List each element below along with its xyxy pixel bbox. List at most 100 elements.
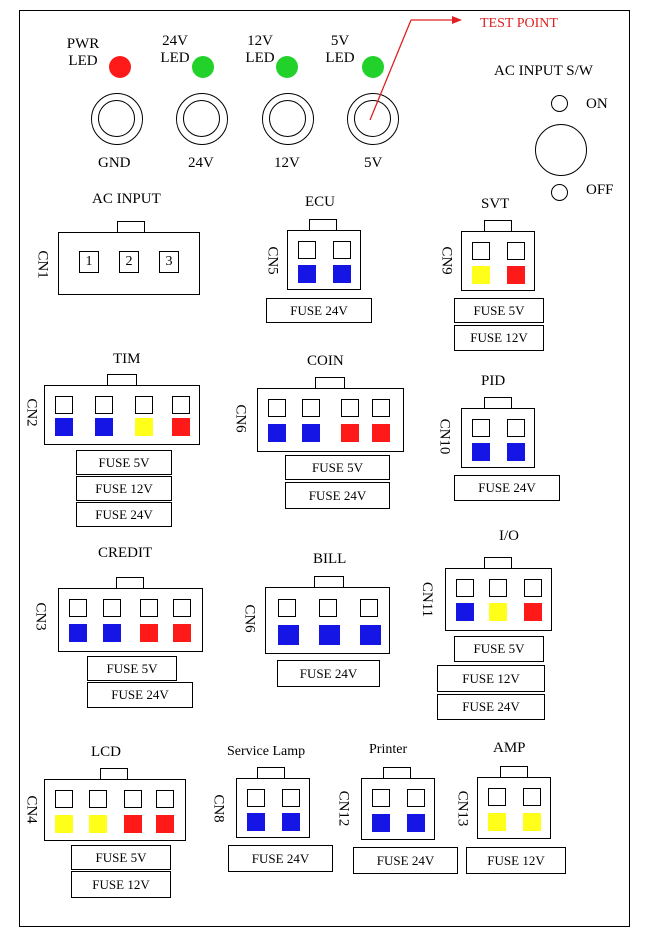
cn6-pin [302,399,320,417]
cn3-pin [173,624,191,642]
cn4-pin [89,790,107,808]
cn4-connector [44,779,186,841]
cn12-pin [372,814,390,832]
cn2-title: TIM [113,351,141,367]
cn3-fuse-5v: FUSE 5V [87,656,177,681]
cn6-pin [268,399,286,417]
cn2-pin [135,396,153,414]
cn1-pin-2: 2 [119,251,139,273]
cn11-fuse-24v: FUSE 24V [437,694,545,720]
cn1-title: AC INPUT [92,191,161,207]
on-label: ON [586,96,608,112]
cn4-label: CN4 [23,795,40,824]
cn6b-pin [278,599,296,617]
cn10-pin [472,443,490,461]
cn6-pin [268,424,286,442]
on-indicator [551,95,568,112]
cn6-connector [257,388,404,452]
cn13-pin [488,813,506,831]
24v-label: 24V [188,155,214,171]
cn11-connector [445,568,552,631]
cn5-pin [298,241,316,259]
cn11-fuse-5v: FUSE 5V [454,636,544,662]
cn3-pin [69,599,87,617]
cn3-title: CREDIT [98,545,153,561]
5v-label: 5V [364,155,383,171]
cn10-title: PID [481,373,506,389]
cn3-pin [69,624,87,642]
cn2-fuse-5v: FUSE 5V [76,450,172,475]
cn10-pin [507,443,525,461]
12v-led-label: 12V LED [245,33,275,66]
cn2-label: CN2 [23,398,40,427]
cn3-pin [103,624,121,642]
ac-power-switch[interactable] [535,124,587,176]
cn4-pin [124,815,142,833]
cn1-connector: 1 2 3 [58,232,200,295]
cn5-pin [298,265,316,283]
24v-led-label: 24V LED [160,33,190,66]
24v-led [192,56,214,78]
cn11-pin [456,579,474,597]
cn5-fuse-24v: FUSE 24V [266,298,372,323]
cn5-title: ECU [305,194,335,210]
cn5-connector [287,230,361,290]
gnd-terminal [91,93,143,145]
cn13-title: AMP [493,740,526,756]
cn6-pin [372,399,390,417]
cn8-pin [247,813,265,831]
cn10-connector [461,408,535,468]
cn9-title: SVT [481,196,510,212]
cn8-title: Service Lamp [227,744,306,759]
cn3-label: CN3 [32,602,49,631]
cn13-label: CN13 [454,790,471,827]
cn6-pin [341,399,359,417]
cn11-pin [524,603,542,621]
cn6b-pin [319,625,340,645]
cn2-fuse-24v: FUSE 24V [76,502,172,527]
cn6-pin [341,424,359,442]
cn2-pin [172,396,190,414]
cn8-pin [247,789,265,807]
cn6b-pin [360,599,378,617]
cn3-fuse-24v: FUSE 24V [87,682,193,708]
pwr-led-label: PWR LED [66,36,100,69]
cn11-fuse-12v: FUSE 12V [437,665,545,692]
cn9-pin [472,242,490,260]
test-point-arrow [369,16,462,121]
cn3-pin [140,599,158,617]
cn4-pin [156,790,174,808]
5v-led [362,56,384,78]
cn9-fuse-5v: FUSE 5V [454,298,544,323]
cn13-pin [523,788,541,806]
cn3-connector [58,588,203,652]
cn11-pin [456,603,474,621]
pwr-led [109,56,131,78]
cn12-pin [407,814,425,832]
cn6-fuse-5v: FUSE 5V [285,455,390,480]
test-point-label: TEST POINT [480,16,558,31]
cn4-pin [156,815,174,833]
cn3-pin [140,624,158,642]
cn9-fuse-12v: FUSE 12V [454,325,544,351]
5v-led-label: 5V LED [325,33,355,66]
5v-terminal [347,93,399,145]
cn6b-label: CN6 [241,604,258,633]
cn2-pin [135,418,153,436]
cn13-fuse-12v: FUSE 12V [466,847,566,874]
cn4-pin [55,815,73,833]
cn6-label: CN6 [232,404,249,433]
cn6b-pin [319,599,337,617]
cn8-pin [282,813,300,831]
12v-label: 12V [274,155,300,171]
off-indicator [551,184,568,201]
cn2-pin [95,418,113,436]
panel-border [19,10,630,927]
cn5-pin [333,241,351,259]
cn6b-pin [278,625,299,645]
12v-terminal [262,93,314,145]
cn12-pin [407,789,425,807]
cn6b-title: BILL [313,551,347,567]
cn5-pin [333,265,351,283]
cn2-pin [55,396,73,414]
